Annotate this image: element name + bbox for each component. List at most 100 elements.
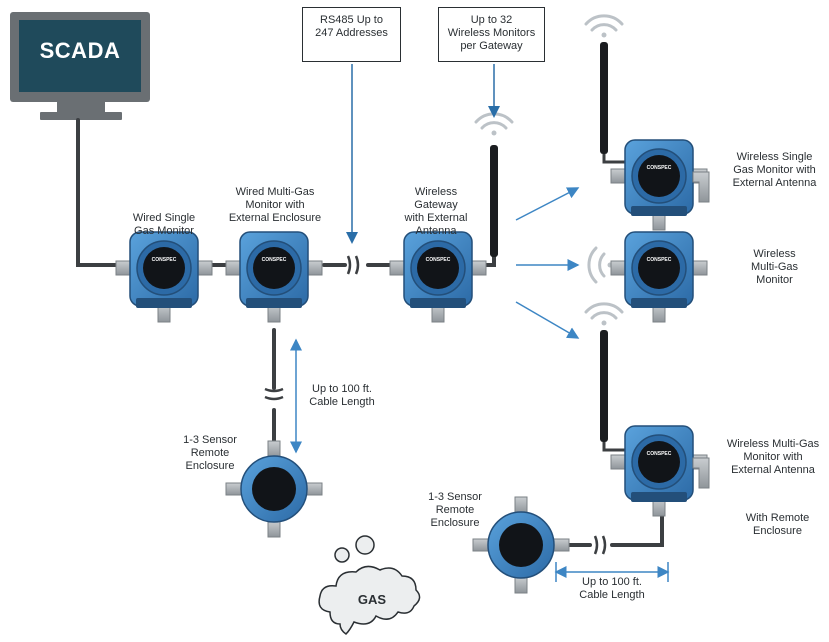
label-line: Cable Length — [309, 396, 375, 408]
wifi-icon-multi — [587, 246, 613, 284]
remote-enclosure-right — [472, 496, 570, 594]
label-line: Enclosure — [430, 517, 480, 529]
display-face — [143, 247, 185, 289]
cable-gateway-antenna — [484, 253, 496, 267]
label-wireless-multi-ext: Wireless Multi-Gas Monitor with External… — [720, 438, 826, 477]
label-line: External Antenna — [731, 464, 815, 476]
label-remote-left: 1-3 Sensor Remote Enclosure — [165, 434, 255, 473]
remote-enclosure-left — [225, 440, 323, 538]
cables — [76, 118, 664, 547]
connector-right — [471, 260, 487, 276]
wired-multi-gas-monitor: CONSPEC — [225, 231, 323, 323]
gas-label: GAS — [357, 592, 387, 607]
brand-text: CONSPEC — [152, 257, 177, 263]
device-base — [631, 206, 687, 216]
connector-left — [610, 260, 626, 276]
label-line: Remote — [435, 504, 475, 516]
wireless-monitors-line-3: per Gateway — [460, 40, 523, 52]
remote-connector-bottom — [267, 520, 281, 538]
label-line: Wireless Multi-Gas — [726, 438, 820, 450]
label-line: Wireless — [753, 248, 796, 260]
label-line: Antenna — [415, 225, 457, 237]
label-wireless-multi: Wireless Multi-Gas Monitor — [732, 248, 817, 287]
label-line: With Remote — [745, 512, 810, 524]
label-line: Gas Monitor with — [733, 164, 816, 176]
remote-connector-left — [472, 538, 490, 552]
device-base — [410, 298, 466, 308]
connector-left — [225, 260, 241, 276]
display-face — [638, 441, 680, 483]
multi-ext-antenna — [600, 330, 608, 442]
label-wired-single: Wired Single Gas Monitor — [114, 212, 214, 238]
label-line: Monitor — [756, 274, 793, 286]
remote-connector-top — [514, 496, 528, 514]
label-remote-right: 1-3 Sensor Remote Enclosure — [410, 491, 500, 530]
label-line: Remote — [190, 447, 230, 459]
rs485-line-2: 247 Addresses — [315, 27, 388, 39]
label-line: Up to 100 ft. — [582, 576, 642, 588]
remote-connector-top — [267, 440, 281, 458]
label-line: Wired Single — [132, 212, 196, 224]
brand-text: CONSPEC — [647, 257, 672, 263]
cable-scada — [76, 118, 118, 267]
wifi-icon-gateway — [474, 112, 514, 136]
gateway-antenna — [490, 145, 498, 257]
label-line: Enclosure — [753, 525, 802, 537]
wireless-multi-gas-monitor: CONSPEC — [610, 231, 708, 323]
antennas — [490, 42, 636, 452]
display-face — [638, 155, 680, 197]
label-wireless-single-ext: Wireless Single Gas Monitor with Externa… — [722, 151, 827, 190]
device-base — [246, 298, 302, 308]
scada-label: SCADA — [39, 38, 121, 63]
label-line: Cable Length — [579, 589, 645, 601]
connector-left — [389, 260, 405, 276]
label-line: Enclosure — [185, 460, 235, 472]
brand-text: CONSPEC — [426, 257, 451, 263]
label-line: External Enclosure — [228, 212, 322, 224]
brand-text: CONSPEC — [647, 165, 672, 171]
wireless-gateway: CONSPEC — [389, 231, 487, 323]
label-line: 1-3 Sensor — [428, 491, 482, 503]
label-cable-right: Up to 100 ft. Cable Length — [562, 576, 662, 602]
label-line: Monitor with — [743, 451, 803, 463]
wireless-single-gas-monitor-ext: CONSPEC — [610, 139, 710, 231]
label-line: Wired Multi-Gas — [235, 186, 315, 198]
connector-right — [307, 260, 323, 276]
wireless-monitors-line-2: Wireless Monitors — [447, 27, 536, 39]
gas-cloud — [318, 535, 421, 635]
wired-single-gas-monitor: CONSPEC — [115, 231, 213, 323]
connector-left — [610, 454, 626, 470]
antenna-elbow — [692, 457, 710, 489]
connector-right — [692, 260, 708, 276]
label-line: Monitor with — [245, 199, 305, 211]
remote-connector-left — [225, 482, 243, 496]
rs485-callout: RS485 Up to 247 Addresses — [302, 7, 401, 62]
display-face — [253, 247, 295, 289]
label-line: External Antenna — [732, 177, 817, 189]
connector-left — [115, 260, 131, 276]
brand-text: CONSPEC — [647, 451, 672, 457]
label-cable-left: Up to 100 ft. Cable Length — [292, 383, 392, 409]
label-wireless-gateway: Wireless Gateway with External Antenna — [386, 186, 486, 238]
cable-right-remote-b — [610, 508, 664, 547]
single-ext-antenna — [600, 42, 608, 154]
antenna-elbow — [692, 171, 710, 203]
cable-break-marks — [264, 255, 607, 555]
wifi-icon-multi-ext — [584, 302, 624, 326]
label-line: with External — [404, 212, 468, 224]
connector-left — [610, 168, 626, 184]
device-base — [136, 298, 192, 308]
remote-connector-right — [552, 538, 570, 552]
arrows — [290, 64, 670, 582]
wireless-monitors-callout: Up to 32 Wireless Monitors per Gateway — [438, 7, 545, 62]
scada-monitor — [10, 12, 150, 120]
device-base — [631, 298, 687, 308]
remote-connector-bottom — [514, 576, 528, 594]
wireless-monitors-line-1: Up to 32 — [470, 14, 513, 26]
wifi-icon-single-ext — [584, 14, 624, 38]
label-line: Wireless Single — [736, 151, 813, 163]
wireless-multi-gas-monitor-ext: CONSPEC — [610, 425, 710, 517]
display-face — [417, 247, 459, 289]
label-wired-multi: Wired Multi-Gas Monitor with External En… — [216, 186, 334, 225]
